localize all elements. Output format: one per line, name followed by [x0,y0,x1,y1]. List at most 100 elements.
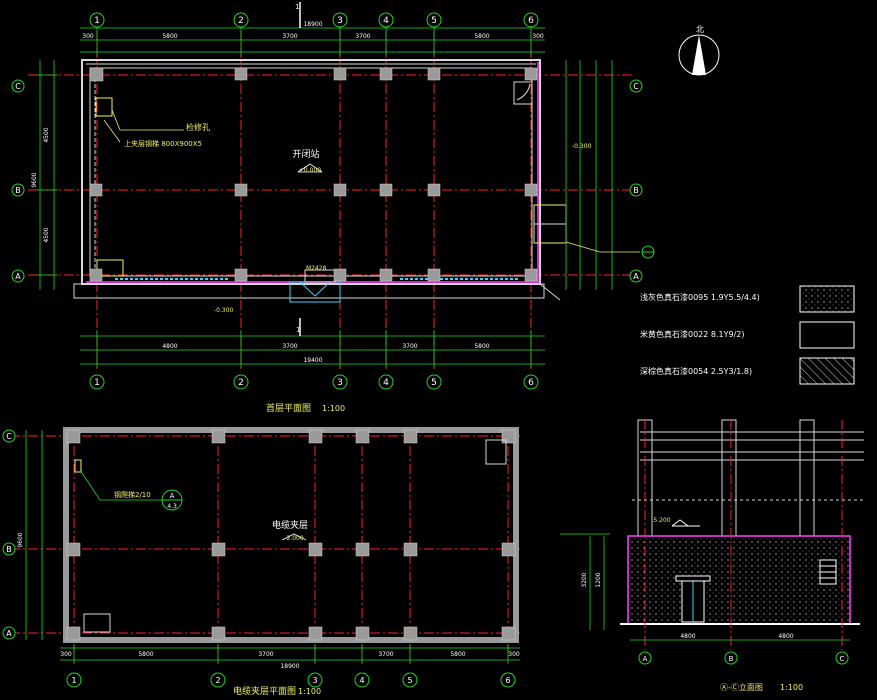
dim-top-1: 300 [82,33,94,40]
mezz-dim-left: 9600 [17,532,24,547]
elevation: A B C 4800 4800 5.200 3200 1200 [560,419,866,665]
mezz-dim-3: 3700 [258,651,273,658]
legend-swatch-hatch [799,357,855,385]
columns [89,67,538,282]
legend-label-2: 米黄色真石漆0022 8.1Y9/2) [640,329,745,339]
axis-label-top-1: 1 [94,16,100,26]
dim-top-6: 300 [532,33,544,40]
ground-plan-title-text: 首层平面图 [266,402,311,414]
elev-axis-a: A [643,655,648,663]
mezz-row-a: A [6,629,12,638]
dim-top-4: 3700 [355,33,370,40]
mezz-room-label: 电缆夹层 [272,519,308,531]
row-label-left-a: A [15,272,21,281]
axis-label-top-5: 5 [431,16,437,26]
dim-left-total: 9600 [31,172,38,187]
mezz-dim-1: 300 [60,651,72,658]
walls [73,59,567,303]
mezz-axis-5: 5 [407,676,412,685]
axis-label-bottom-2: 2 [238,378,244,388]
dim-top-3: 3700 [282,33,297,40]
dim-top-total: 18900 [303,21,322,28]
section-mark-bottom: 1 [296,326,300,334]
ground-room-label: 开闭站 [292,148,319,160]
ground-plan-scale: 1:100 [322,404,345,413]
row-label-left-c: C [15,82,21,91]
north-label: 北 [696,25,704,34]
material-legend: 浅灰色真石漆0095 1.9Y5.5/4.4) 米黄色真石漆0022 8.1Y9… [640,285,855,385]
elevation-title: Ⓐ-Ⓒ立面图 1:100 [720,682,803,692]
axis-label-top-2: 2 [238,16,244,26]
north-arrow: 北 [678,25,720,76]
dim-bottom-total: 19400 [303,357,322,364]
row-label-right-a: A [633,272,639,281]
legend-swatch-blank [799,321,855,349]
elev-dim-1: 4800 [680,633,695,640]
elev-dim-2: 4800 [778,633,793,640]
mezz-plan-title-text: 电缆夹层平面图 [233,685,296,697]
dim-top-5: 5800 [474,33,489,40]
axis-label-bottom-4: 4 [383,378,389,388]
axis-label-top-6: 6 [528,16,534,26]
axis-label-bottom-5: 5 [431,378,437,388]
dim-bottom-4: 5800 [474,343,489,350]
ground-room-elev: ±0.000 [299,167,321,174]
axis-label-top-4: 4 [383,16,389,26]
axis-bubbles-top [89,12,539,28]
dim-left-1: 4500 [43,127,50,142]
axis-bubbles-rows [11,79,643,283]
mezz-dim-total: 18900 [280,663,299,670]
mezz-dim-5: 5800 [450,651,465,658]
axis-label-top-3: 3 [337,16,343,26]
elev-label-2: -0.300 [572,143,592,150]
mezz-axis-1: 1 [71,676,76,685]
mezz-plan-title: 电缆夹层平面图 1:100 [233,685,321,697]
dim-bottom-3: 3700 [402,343,417,350]
mezz-ladder-label: 钢爬梯2/10 [114,490,151,499]
elevation-title-text: Ⓐ-Ⓒ立面图 [720,682,763,692]
mezz-callout-bottom: 4.3 [167,503,177,510]
mezz-row-b: B [6,545,12,554]
axis-label-bottom-3: 3 [337,378,343,388]
axis-label-bottom-6: 6 [528,378,534,388]
legend-label-1: 浅灰色真石漆0095 1.9Y5.5/4.4) [640,292,760,302]
elev-level-top: 5.200 [653,517,670,524]
mezz-axis-2: 2 [215,676,220,685]
mezz-axis-3: 3 [312,676,317,685]
axis-bubbles-bottom [89,374,539,390]
row-label-left-b: B [15,186,21,195]
axis-label-bottom-1: 1 [94,378,100,388]
dim-bottom-2: 3700 [282,343,297,350]
legend-swatch-dots [799,285,855,313]
mezz-dim-2: 5800 [138,651,153,658]
row-label-right-b: B [633,186,639,195]
door-label: M2428 [306,265,327,272]
mezz-plan-scale: 1:100 [298,687,321,696]
section-mark-top: 1 [295,3,299,11]
elev-height-1: 3200 [581,572,588,587]
ladder-label: 上夹层钢梯 800X900X5 [124,139,202,148]
dimension-lines [36,24,613,368]
ground-floor-plan: 1 2 3 4 5 6 1 2 3 4 5 6 [11,2,655,390]
elev-label-1: -0.300 [214,307,234,314]
legend-item-1: 浅灰色真石漆0095 1.9Y5.5/4.4) [640,285,855,313]
mezz-callout-top: A [170,492,175,500]
dim-left-2: 4500 [43,227,50,242]
row-label-right-c: C [633,82,639,91]
legend-label-3: 深棕色真石漆0054 2.5Y3/1.8) [640,366,752,376]
dim-top-2: 5800 [162,33,177,40]
elevation-scale: 1:100 [780,683,803,692]
mezz-dim-6: 300 [508,651,520,658]
dim-bottom-1: 4800 [162,343,177,350]
legend-item-2: 米黄色真石漆0022 8.1Y9/2) [640,321,855,349]
elev-axis-c: C [840,655,845,663]
mezz-dim-4: 3700 [378,651,393,658]
mezz-axis-6: 6 [505,676,510,685]
elev-height-2: 1200 [595,572,602,587]
mezz-room-elev: -2.000 [284,535,304,542]
mezz-row-c: C [6,432,12,441]
legend-item-3: 深棕色真石漆0054 2.5Y3/1.8) [640,357,855,385]
axis-grid [28,30,632,372]
elev-axis-b: B [729,655,734,663]
